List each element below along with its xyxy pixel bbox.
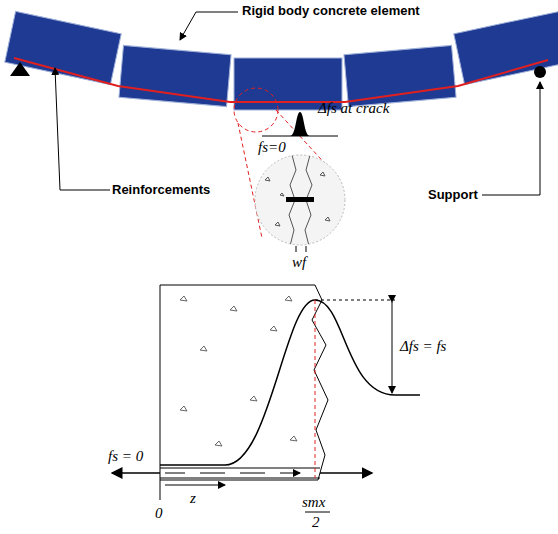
spacing-label: smx: [302, 494, 325, 511]
spacing-label: 2: [312, 514, 320, 531]
part-label: Support: [428, 188, 478, 202]
part-label: Rigid body concrete element: [242, 4, 420, 18]
crack-width-label: wf: [292, 254, 306, 271]
origin-label: 0: [155, 505, 163, 522]
concrete-blocks: [5, 11, 558, 110]
stress-label: Δfs at crack: [318, 100, 389, 117]
reinforcement-line: [14, 58, 548, 102]
part-label: Reinforcements: [112, 183, 210, 197]
stress-label: fs = 0: [108, 448, 143, 465]
stress-label: Δfs = fs: [400, 338, 446, 355]
axis-label: z: [190, 490, 196, 507]
roller-support: [534, 66, 546, 78]
stress-label: fs=0: [258, 139, 286, 156]
pin-support: [10, 62, 30, 76]
